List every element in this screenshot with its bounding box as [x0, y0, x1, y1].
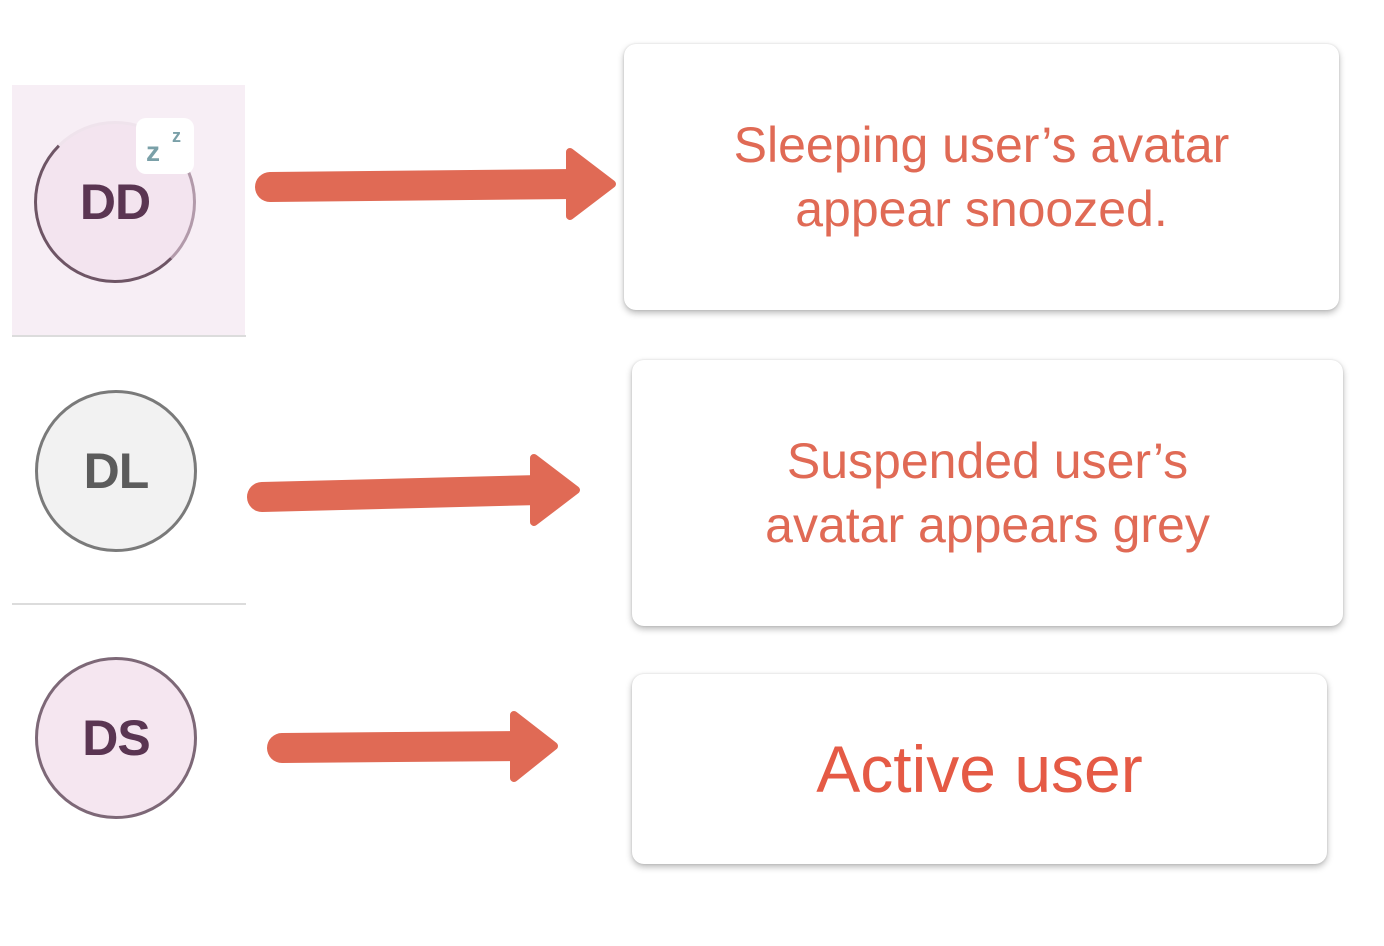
arrowhead-sleeping [566, 148, 616, 220]
row-divider [12, 335, 246, 337]
callout-suspended: Suspended user’s avatar appears grey [632, 360, 1343, 626]
arrowhead-active [510, 711, 558, 782]
avatar-initials: DL [83, 443, 150, 499]
arrow-sleeping [255, 169, 590, 202]
callout-sleeping: Sleeping user’s avatar appear snoozed. [624, 44, 1339, 310]
arrowhead-suspended [530, 454, 580, 526]
active-user-avatar: DS [35, 657, 197, 819]
callout-active: Active user [632, 674, 1327, 864]
arrow-active [267, 731, 535, 763]
row-divider [12, 603, 246, 605]
callout-sleeping-text: Sleeping user’s avatar appear snoozed. [733, 117, 1230, 237]
callout-active-text: Active user [816, 732, 1143, 806]
avatar-initials: DS [82, 710, 150, 766]
arrow-suspended [247, 475, 555, 512]
avatar-initials: DD [79, 174, 151, 230]
suspended-user-avatar: DL [35, 390, 197, 552]
callout-suspended-text: Suspended user’s avatar appears grey [765, 433, 1210, 553]
